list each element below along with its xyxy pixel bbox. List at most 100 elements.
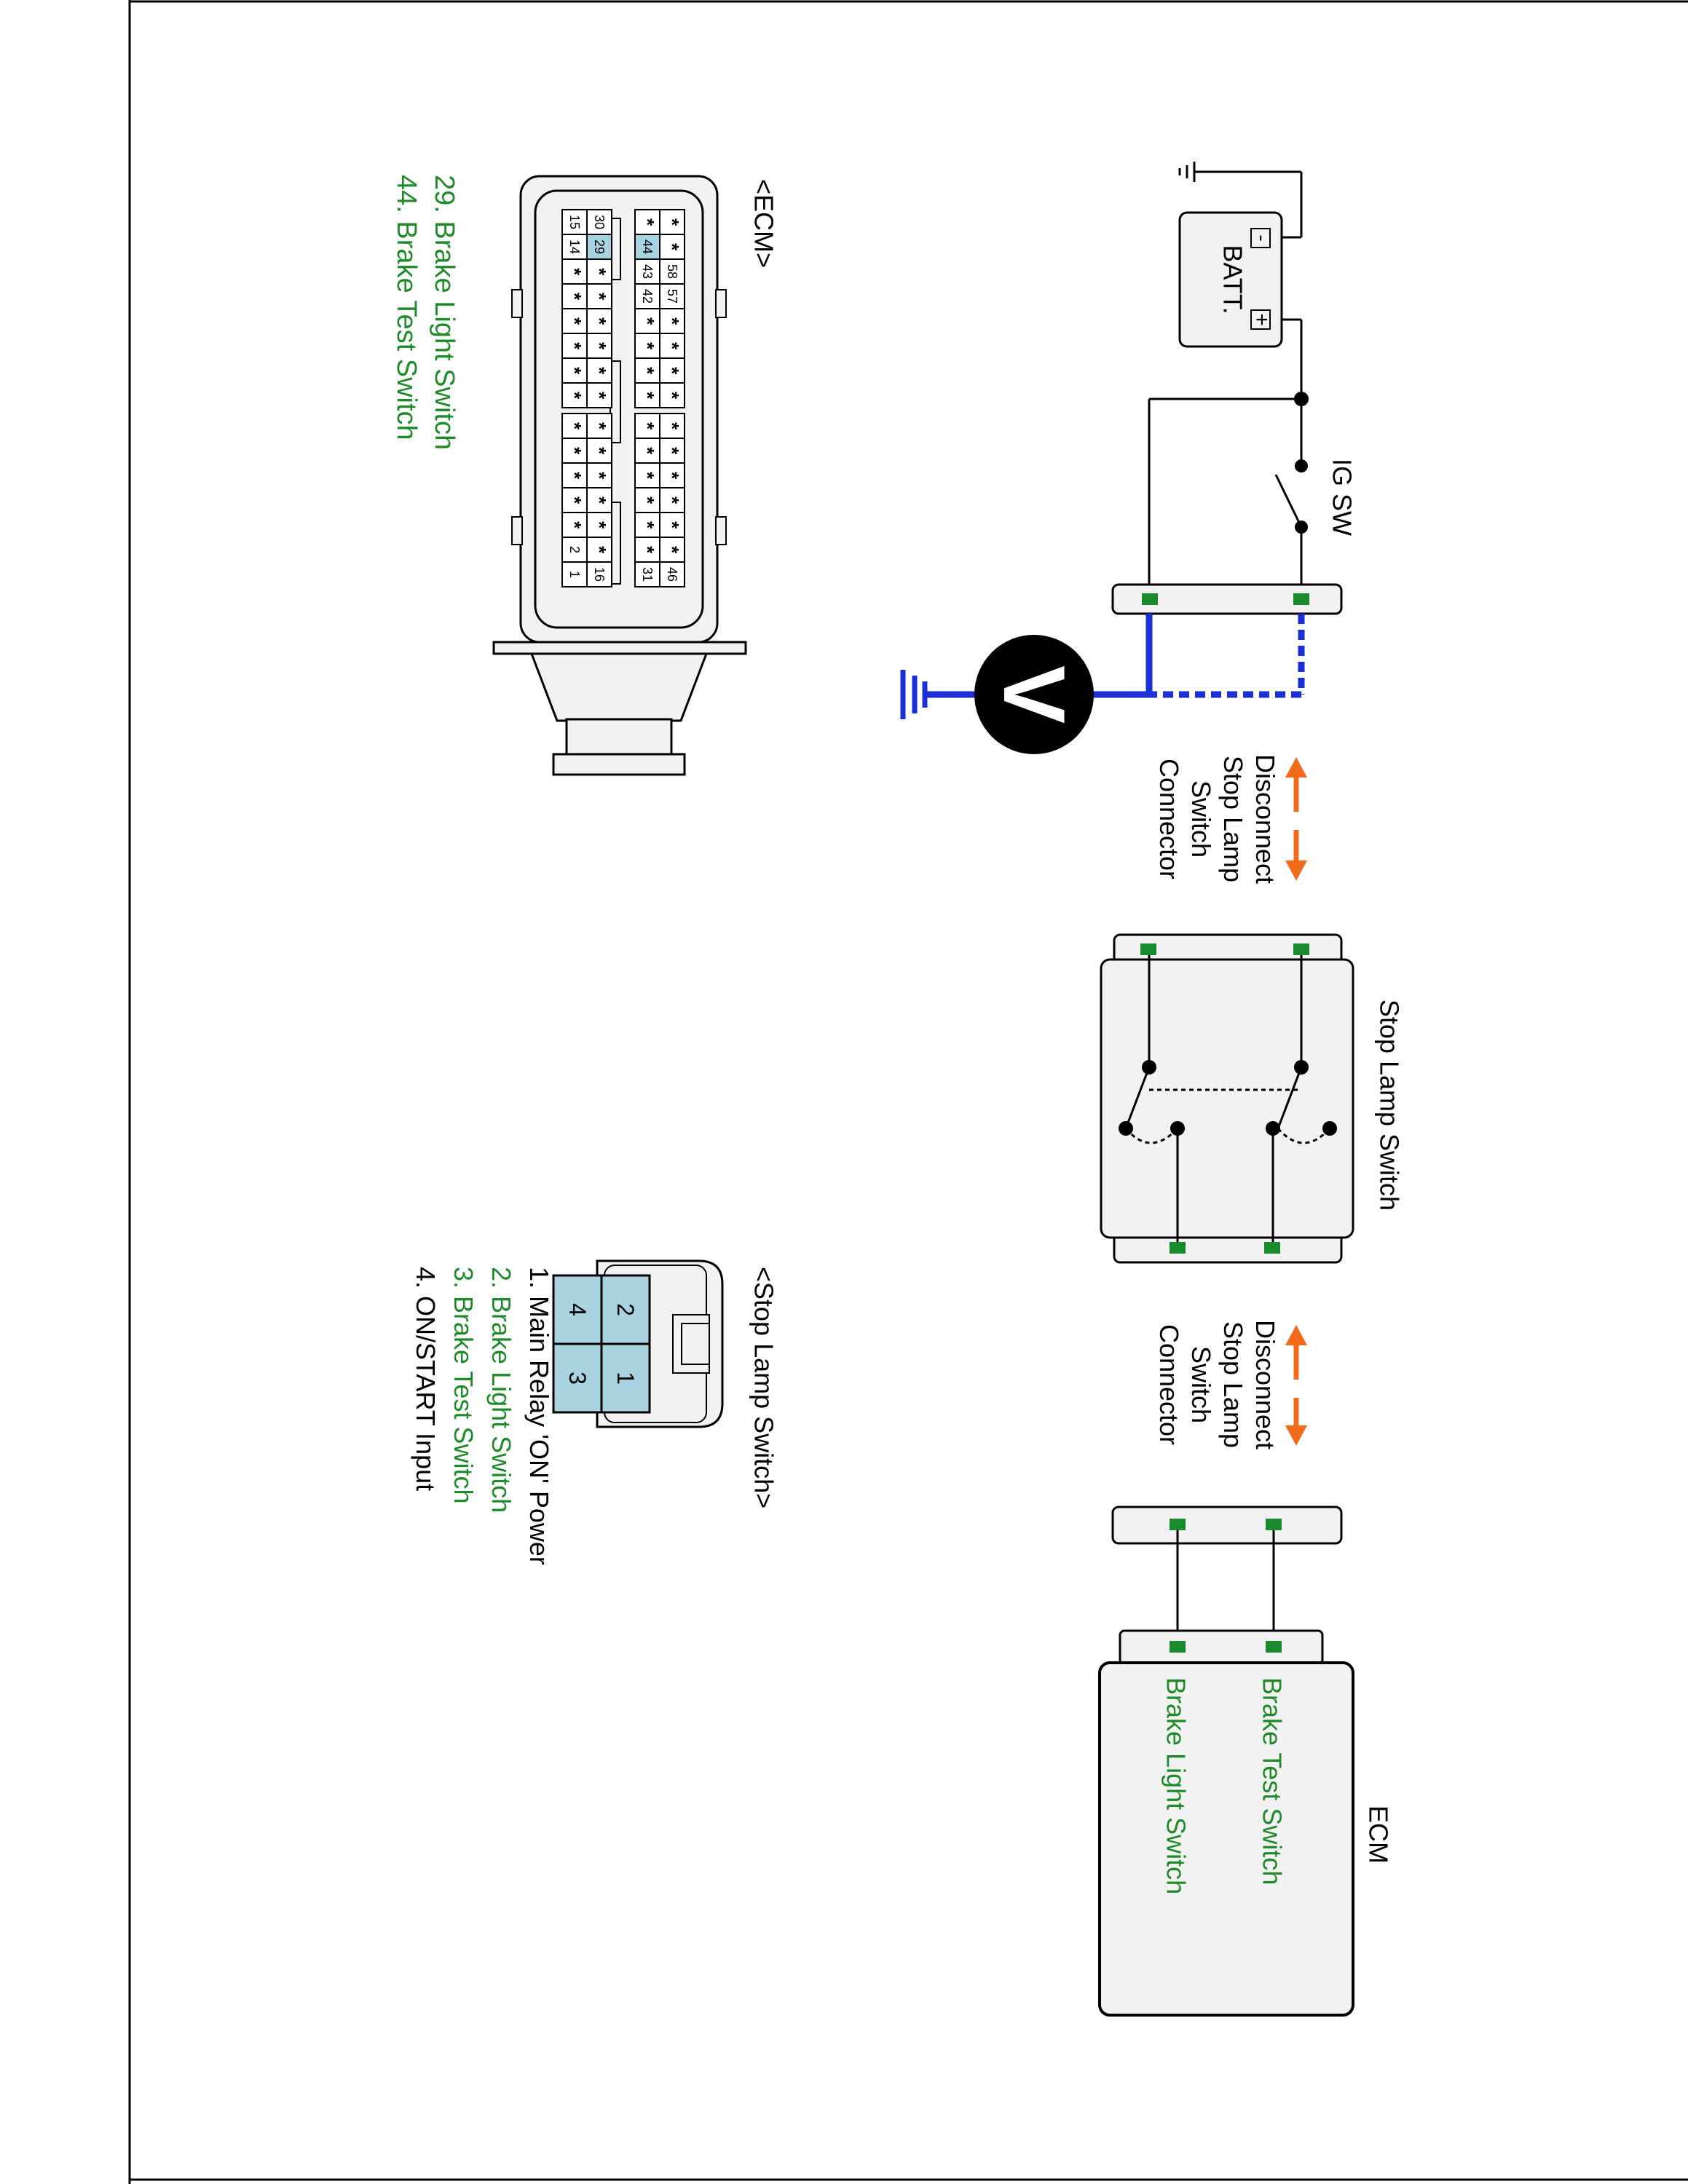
ecm-pin-label: * [588,392,610,400]
ecm-pin-cell [586,234,612,260]
ecm-pin-label: * [564,472,585,480]
stop-lamp-pin-cell [600,1342,651,1414]
stop-lamp-legend-2: 2. Brake Light Switch [486,1267,516,1513]
ecm-pin-label: 46 [665,567,679,582]
supply-wires [1148,318,1303,599]
ecm-pin-label: * [564,342,585,350]
ecm-pin-cell [561,462,588,488]
ecm-pin-cell [634,258,660,285]
ecm-pin-cell [586,487,612,513]
voltmeter-symbol: V [985,665,1083,724]
ecm-pin-cell [586,512,612,538]
harness-connector-upper [1111,583,1343,615]
pin-green [1170,1242,1186,1254]
stop-lamp-legend-3: 3. Brake Test Switch [449,1267,478,1503]
disconnect-line: Connector [1154,1324,1184,1445]
ecm-pin-label: 30 [592,215,607,229]
ecm-pin-label: * [588,447,610,455]
ecm-wires [1176,1530,1275,1642]
battery: BATT. - + [1178,211,1283,348]
disconnect-line: Connector [1154,759,1184,879]
battery-label: BATT. [1218,245,1247,314]
ecm-pin-label: 42 [640,289,655,304]
ecm-pin-cell [586,308,612,334]
ecm-pin-label: * [636,496,658,505]
stop-lamp-pin-cell [552,1274,603,1345]
ecm-pin-cell [561,561,588,587]
ecm-pin-cell [634,413,660,439]
disconnect-line: Disconnect [1250,1320,1280,1449]
junction-dot [1294,392,1309,406]
ecm-pin-label-brake-light: Brake Light Switch [1161,1677,1191,1894]
ecm-pin-label: * [636,218,658,226]
ecm-pin-cell [634,382,660,408]
ecm-pin-label: * [564,293,585,301]
ecm-pin-cell [634,487,660,513]
stop-lamp-legend-4: 4. ON/START Input [411,1267,441,1491]
ecm-pin-cell [561,487,588,513]
ecm-pin-cell [634,333,660,359]
ecm-pin-label: * [661,342,683,350]
harness-connector-lower [1111,1506,1343,1545]
pin-green [1140,943,1156,955]
ecm-pin-label: * [588,317,610,325]
ecm-pin-cell [586,357,612,384]
ecm-pin-label: * [564,367,585,375]
ecm-pin-label: * [588,367,610,375]
ecm-pin-label: * [636,342,658,350]
ecm-pin-label: * [564,447,585,455]
pin-green [1266,1641,1282,1653]
voltmeter-wires [925,614,1305,698]
ecm-pin-label: * [661,392,683,400]
ecm-pin-label-brake-test: Brake Test Switch [1257,1677,1287,1885]
disconnect-note-2: Disconnect Stop Lamp Switch Connector [1154,1320,1280,1449]
ecm-pin-label: * [588,422,610,430]
ecm-pin-cell [561,413,588,439]
ecm-pin-cell [586,382,612,408]
ecm-pin-label: 1 [567,571,582,578]
ground-symbol-meter [900,670,928,719]
voltmeter: V [974,635,1094,754]
stop-lamp-switch: Stop Lamp Switch [1100,933,1404,1264]
ecm-pin-label: * [661,472,683,480]
pin-green [1142,593,1158,605]
ecm-pin-cell [634,438,660,464]
disconnect-line: Switch [1186,1346,1216,1423]
ecm-pin-label: * [661,218,683,226]
ecm-pin-grid: **5857**********46*444342**********31302… [561,209,685,587]
ecm-pin-label: * [636,447,658,455]
ecm-pin-cell [659,561,685,587]
ecm-legend-29: 29. Brake Light Switch [429,175,460,450]
ecm-pin-label: * [661,521,683,529]
pin-green [1293,593,1309,605]
ecm-connector-title: <ECM> [749,179,778,268]
ecm-pin-cell [634,561,660,587]
ecm-pin-cell [634,209,660,235]
ecm-pin-label: * [636,472,658,480]
ecm-title: ECM [1363,1805,1393,1864]
ecm-pin-label: 15 [567,215,582,229]
ecm-pin-label: * [564,392,585,400]
ecm-pin-label: * [661,546,683,554]
ecm-pin-cell [659,487,685,513]
pin-green [1170,1641,1186,1653]
ecm-pin-cell [659,462,685,488]
ecm-pin-label: 2 [567,546,582,553]
ecm-pin-label: * [661,317,683,325]
ecm-pin-label: 31 [640,567,655,582]
ignition-switch-label: IG SW [1327,459,1357,536]
ecm-pin-cell [634,537,660,563]
stop-lamp-pin-label: 1 [612,1372,639,1385]
ecm-pin-label: * [636,422,658,430]
battery-minus-label: - [1251,234,1274,241]
ecm-pin-cell [634,308,660,334]
ecm-pin-cell [659,413,685,439]
ecm-pin-label: * [636,317,658,325]
disconnect-line: Stop Lamp [1218,756,1248,882]
stop-lamp-pin-cell [552,1342,603,1414]
ecm-pin-cell [659,234,685,260]
ecm-pin-label: * [636,546,658,554]
ecm-pin-label: 43 [640,264,655,279]
ecm-pin-label: 14 [567,240,582,254]
